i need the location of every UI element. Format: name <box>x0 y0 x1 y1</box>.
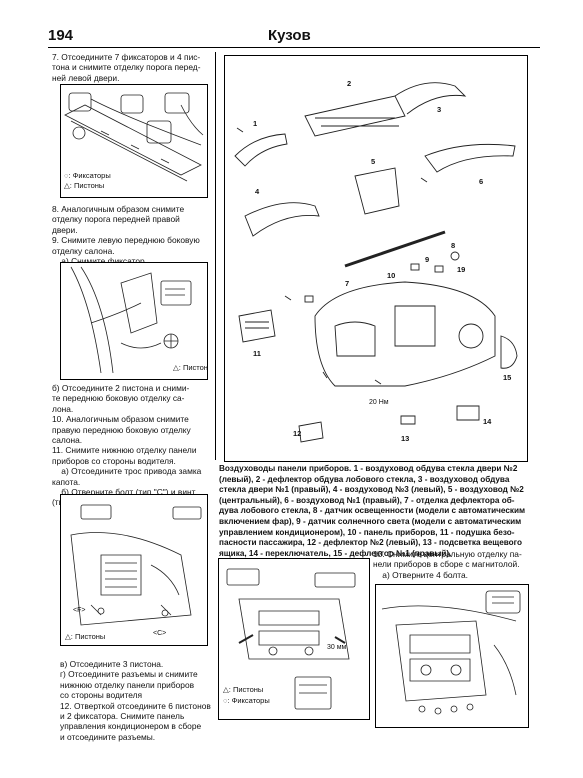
radio-assembly-drawing <box>381 590 521 715</box>
dimension-label: 30 мм <box>327 644 347 651</box>
label-c: <C> <box>153 630 166 637</box>
legend-clips: ◌: Фиксаторы <box>223 696 270 705</box>
callout-9: 9 <box>425 255 429 264</box>
legend-pistons: △: Пистоны <box>65 632 106 641</box>
figure-center-trim: 30 мм △: Пистоны ◌: Фиксаторы <box>218 558 370 720</box>
piston-symbol-icon: △: <box>223 685 233 694</box>
page-number: 194 <box>48 27 74 44</box>
dashboard-exploded-drawing: 1 2 3 4 5 6 7 8 9 10 11 12 13 14 15 19 2… <box>234 79 518 443</box>
callout-8: 8 <box>451 241 455 250</box>
step-7-text: 7. Отсоедините 7 фиксаторов и 4 пис- тон… <box>52 52 201 83</box>
piston-symbol-icon: △: <box>65 632 75 641</box>
figure-side-trim: △: Пистоны <box>60 262 208 380</box>
column-divider <box>215 52 216 460</box>
clip-symbol-icon: ◌: <box>64 171 73 180</box>
legend-clips: ◌: Фиксаторы <box>64 171 111 180</box>
piston-symbol-icon: △: <box>64 181 74 190</box>
door-sill-drawing <box>64 92 204 182</box>
center-trim-drawing: 30 мм <box>226 568 356 710</box>
callout-15: 15 <box>503 373 511 382</box>
lower-panel-drawing: <F> <C> <box>70 504 202 637</box>
side-trim-drawing <box>70 266 192 374</box>
clip-symbol-icon: ◌: <box>223 696 232 705</box>
callout-12: 12 <box>293 429 301 438</box>
torque-label: 20 Нм <box>369 399 389 406</box>
callout-6: 6 <box>479 177 483 186</box>
callout-1: 1 <box>253 119 257 128</box>
callout-4: 4 <box>255 187 260 196</box>
step-9b-11-text: б) Отсоедините 2 пистона и сними- те пер… <box>52 383 202 507</box>
figure-dashboard-exploded: 1 2 3 4 5 6 7 8 9 10 11 12 13 14 15 19 2… <box>224 55 528 462</box>
main-figure-caption: Воздуховоды панели приборов. 1 - воздухо… <box>219 464 526 558</box>
step-8-9-text: 8. Аналогичным образом снимите отделку п… <box>52 204 200 266</box>
step-13-text: 13. Снимите центральную отделку па- нели… <box>373 549 522 580</box>
callout-11: 11 <box>253 349 261 358</box>
callout-3: 3 <box>437 105 441 114</box>
callout-13: 13 <box>401 434 409 443</box>
figure-radio-assembly <box>375 584 529 728</box>
callout-5: 5 <box>371 157 375 166</box>
callout-7: 7 <box>345 279 349 288</box>
figure-lower-panel: <F> <C> △: Пистоны <box>60 494 208 646</box>
piston-symbol-icon: △: <box>173 363 183 372</box>
step-11c-12-text: в) Отсоедините 3 пистона. г) Отсоедините… <box>60 659 211 742</box>
figure-door-sill: ◌: Фиксаторы △: Пистоны <box>60 84 208 198</box>
legend-pistons: △: Пистоны <box>173 363 208 372</box>
callout-14: 14 <box>483 417 492 426</box>
legend-pistons: △: Пистоны <box>64 181 105 190</box>
page-title: Кузов <box>268 27 311 44</box>
callout-19: 19 <box>457 265 465 274</box>
callout-2: 2 <box>347 79 351 88</box>
callout-10: 10 <box>387 271 395 280</box>
label-f: <F> <box>73 607 85 614</box>
legend-pistons: △: Пистоны <box>223 685 264 694</box>
header-rule <box>48 47 540 48</box>
